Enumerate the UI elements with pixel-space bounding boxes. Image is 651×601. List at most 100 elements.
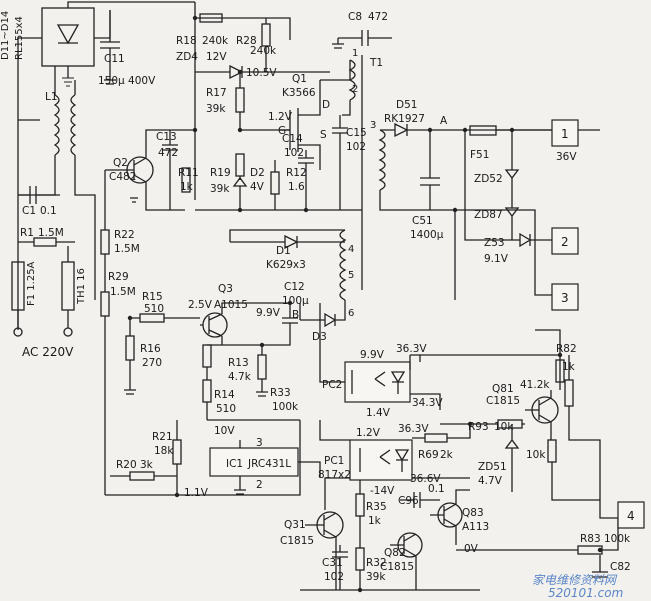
c96-value: 0.1 — [428, 483, 445, 495]
t1-primary — [348, 59, 356, 101]
q1-pin-g: G — [278, 125, 286, 137]
r18-value: 240k — [202, 35, 229, 47]
c8-value: 472 — [368, 11, 388, 23]
t1-pin-3: 3 — [370, 120, 376, 131]
v9-9-label: 9.9V — [256, 307, 281, 319]
r12-name: R12 — [286, 167, 307, 179]
d1-part: K629x3 — [266, 259, 306, 271]
r29-value: 1.5M — [110, 286, 136, 298]
z53-name: Z53 — [484, 237, 505, 249]
bridge-label-1: D11~D14 — [0, 11, 11, 60]
q3-name: Q3 — [218, 283, 233, 295]
c14-value: 102 — [284, 147, 304, 159]
zd51-name: ZD51 — [478, 461, 507, 473]
r15-value: 510 — [144, 303, 164, 315]
r82-name: R82 — [556, 343, 577, 355]
connector-1 — [551, 119, 579, 147]
c11-value: 150μ 400V — [98, 75, 156, 87]
d1-symbol — [245, 234, 345, 250]
r1-symbol — [33, 237, 57, 247]
r14-symbol — [202, 379, 212, 403]
pc1-v2: 36.3V — [398, 423, 429, 435]
bridge-rectifier — [41, 7, 95, 67]
ic1-part: JRC431L — [247, 458, 291, 470]
r14-value: 510 — [216, 403, 236, 415]
r17-symbol — [235, 87, 245, 113]
c12-value: 100μ — [282, 295, 309, 307]
labels: D11~D14 RL155x4 C11 150μ 400V L1 C1 0.1 … — [0, 11, 635, 600]
c82-name: C82 — [610, 561, 631, 573]
ic1-box — [209, 447, 299, 477]
d1-name: D1 — [276, 245, 291, 257]
r17-name: R17 — [206, 87, 227, 99]
r20-value: 3k — [140, 459, 154, 471]
r35-name: R35 — [366, 501, 387, 513]
r22-name: R22 — [114, 229, 135, 241]
node-a: A — [440, 115, 448, 127]
c11-symbol — [100, 10, 120, 85]
v10-5-label: 10.5V — [246, 67, 277, 79]
r16-symbol — [125, 335, 135, 361]
r16-name: R16 — [140, 343, 161, 355]
v0-label: 0V — [464, 543, 479, 555]
q82-part: C1815 — [380, 561, 414, 573]
q1-pin-s: S — [320, 129, 327, 141]
wiring — [11, 1, 619, 593]
c13-value: 472 — [158, 147, 178, 159]
r41-value: 41.2k — [520, 379, 550, 391]
zener-stack — [504, 130, 520, 240]
ac-terminal-2 — [63, 327, 73, 337]
pc2-v3: 34.3V — [412, 397, 443, 409]
c96-name: C96 — [398, 495, 419, 507]
pc2-v1: 9.9V — [360, 349, 385, 361]
c8-name: C8 — [348, 11, 362, 23]
l1-coil-right — [70, 94, 77, 156]
c31-symbol — [332, 545, 348, 590]
q1-part: K3566 — [282, 87, 316, 99]
c15-symbol — [332, 115, 348, 210]
r82-symbol — [555, 359, 565, 383]
r41-symbol — [564, 379, 574, 407]
r69-name: R69 — [418, 449, 439, 461]
r28-value: 240k — [250, 45, 277, 57]
r33-value: 100k — [272, 401, 299, 413]
t1-pin-2: 2 — [352, 84, 358, 95]
c1-symbol — [18, 186, 60, 204]
zd87-name: ZD87 — [474, 209, 503, 221]
r19-value: 39k — [210, 183, 230, 195]
r18-name: R18 — [176, 35, 197, 47]
d3-name: D3 — [312, 331, 327, 343]
r29-symbol — [100, 291, 110, 317]
connector-4 — [617, 501, 645, 529]
c15-value: 102 — [346, 141, 366, 153]
l1-coil-left — [53, 94, 60, 156]
t1-pin-1: 1 — [352, 48, 358, 59]
r83-value: 100k — [604, 533, 631, 545]
ac-terminal-1 — [13, 327, 23, 337]
r17-value: 39k — [206, 103, 226, 115]
d2-symbol — [232, 176, 248, 210]
d2-name: D2 — [250, 167, 265, 179]
q83-part: A113 — [462, 521, 489, 533]
c1-value: 0.1 — [40, 205, 57, 217]
thermistor-symbol — [61, 261, 75, 311]
q3-part: A1015 — [214, 299, 248, 311]
c51-name: C51 — [412, 215, 433, 227]
connector-3 — [551, 283, 579, 311]
c31-value: 102 — [324, 571, 344, 583]
c11-name: C11 — [104, 53, 125, 65]
c51-symbol — [420, 130, 440, 210]
r15-name: R15 — [142, 291, 163, 303]
q2-name: Q2 — [113, 157, 128, 169]
r22-symbol — [100, 229, 110, 255]
r21-value: 18k — [154, 445, 174, 457]
zd4-symbol — [195, 64, 330, 80]
r83-name: R83 — [580, 533, 601, 545]
connector-3-num: 3 — [561, 291, 569, 305]
ic1-1-1v: 1.1V — [184, 487, 209, 499]
q3-voltage: 2.5V — [188, 299, 213, 311]
pc2-v4: 1.4V — [366, 407, 391, 419]
z53-value: 9.1V — [484, 253, 509, 265]
r20-symbol — [129, 471, 155, 481]
